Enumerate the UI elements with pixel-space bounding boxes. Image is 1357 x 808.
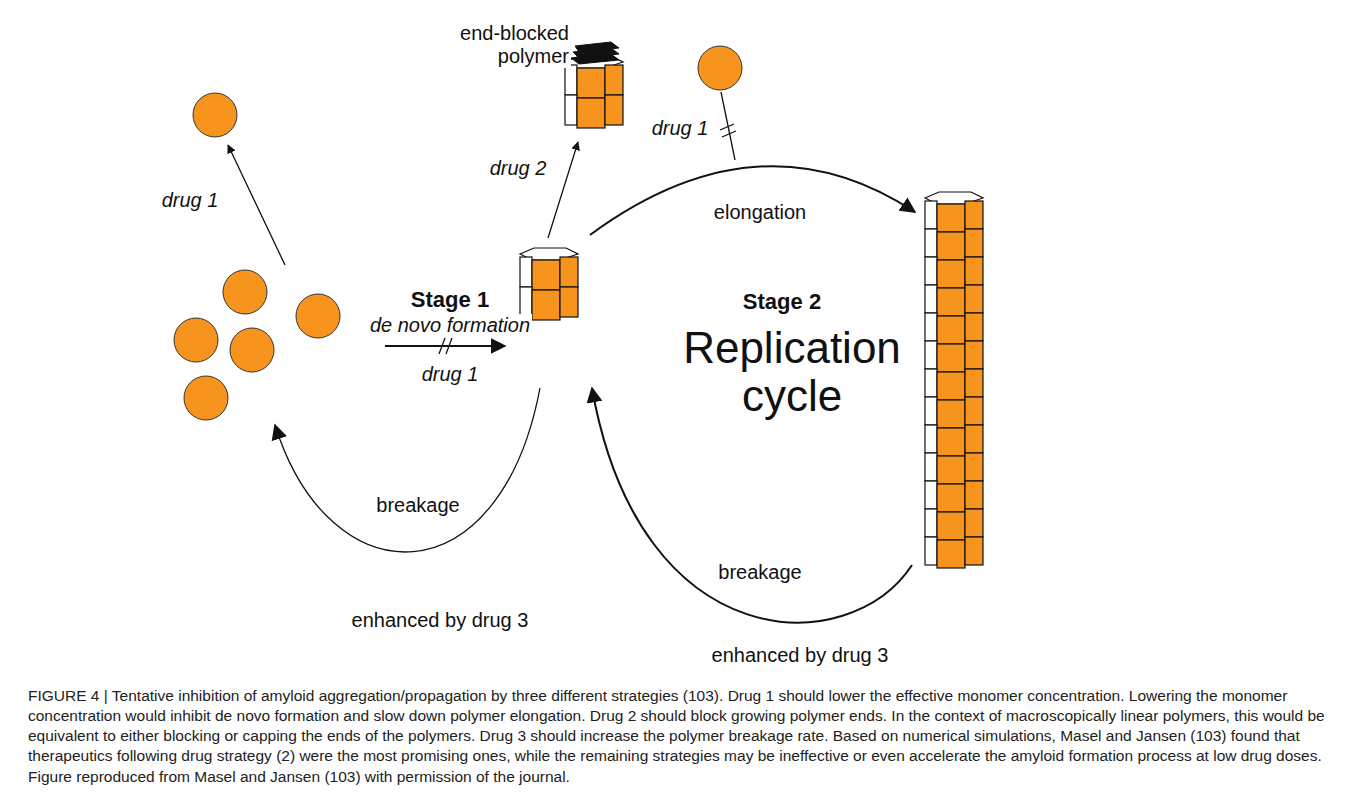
free-monomer (698, 46, 742, 90)
annotation: drug 2 (488, 157, 549, 180)
annotation: end-blocked polymer (455, 22, 571, 68)
annotation: breakage (716, 561, 803, 584)
monomer-cluster (174, 270, 340, 420)
annotation: drug 1 (650, 117, 711, 140)
annotation: enhanced by drug 3 (350, 609, 531, 632)
figure-caption: FIGURE 4 | Tentative inhibition of amylo… (28, 686, 1328, 787)
end-blocked-polymer (565, 42, 623, 128)
cycle-title: Replication cycle (660, 324, 924, 421)
annotation: enhanced by drug 3 (710, 644, 891, 667)
small-polymer (520, 248, 578, 320)
annotation: elongation (712, 201, 808, 224)
annotation: drug 1 (160, 189, 221, 212)
long-polymer (925, 192, 983, 568)
annotation: drug 1 (420, 363, 481, 386)
stage-heading: Stage 1 (409, 287, 491, 312)
free-monomer (193, 93, 237, 137)
annotation: breakage (374, 494, 461, 517)
stage-heading: Stage 2 (741, 289, 823, 314)
annotation: de novo formation (368, 314, 532, 337)
